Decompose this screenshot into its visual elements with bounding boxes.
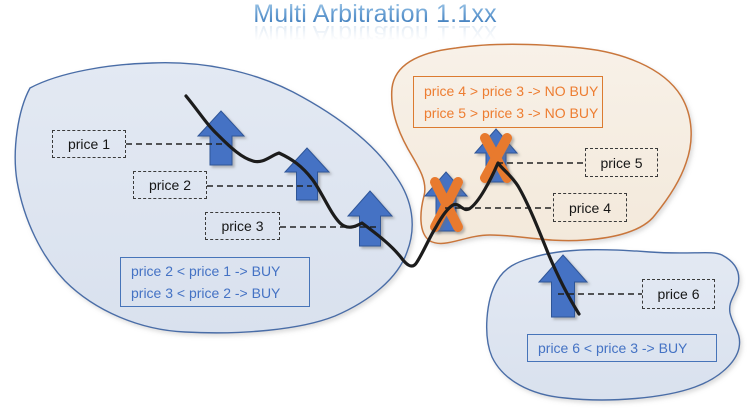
price-5-label-box: price 5 xyxy=(585,148,658,177)
buy-rules-box-left: price 2 < price 1 -> BUY price 3 < price… xyxy=(120,257,310,307)
price-curve xyxy=(184,94,581,316)
price-4-label-box: price 4 xyxy=(553,193,627,222)
buy-rule-line-2: price 3 < price 2 -> BUY xyxy=(131,285,281,301)
price-3-label-box: price 3 xyxy=(205,212,280,240)
no-buy-rules-box: price 4 > price 3 -> NO BUY price 5 > pr… xyxy=(413,76,603,128)
page-title: Multi Arbitration 1.1xx xyxy=(253,0,497,28)
buy-rule-line-1: price 2 < price 1 -> BUY xyxy=(131,263,281,279)
diagram-title-wrap: Multi Arbitration 1.1xx xyxy=(0,0,750,29)
no-buy-rule-line-1: price 4 > price 3 -> NO BUY xyxy=(424,83,599,99)
price-1-label-box: price 1 xyxy=(52,130,126,158)
buy-rule-line-3: price 6 < price 3 -> BUY xyxy=(538,340,688,356)
right-buy-region-blob xyxy=(486,248,741,401)
up-arrow-icon-3 xyxy=(346,190,394,247)
price-2-label-box: price 2 xyxy=(133,171,207,199)
price-connector-lines xyxy=(126,143,642,295)
buy-rules-box-right: price 6 < price 3 -> BUY xyxy=(527,334,717,362)
price-6-label-box: price 6 xyxy=(642,279,715,309)
no-buy-rule-line-2: price 5 > price 3 -> NO BUY xyxy=(424,105,599,121)
